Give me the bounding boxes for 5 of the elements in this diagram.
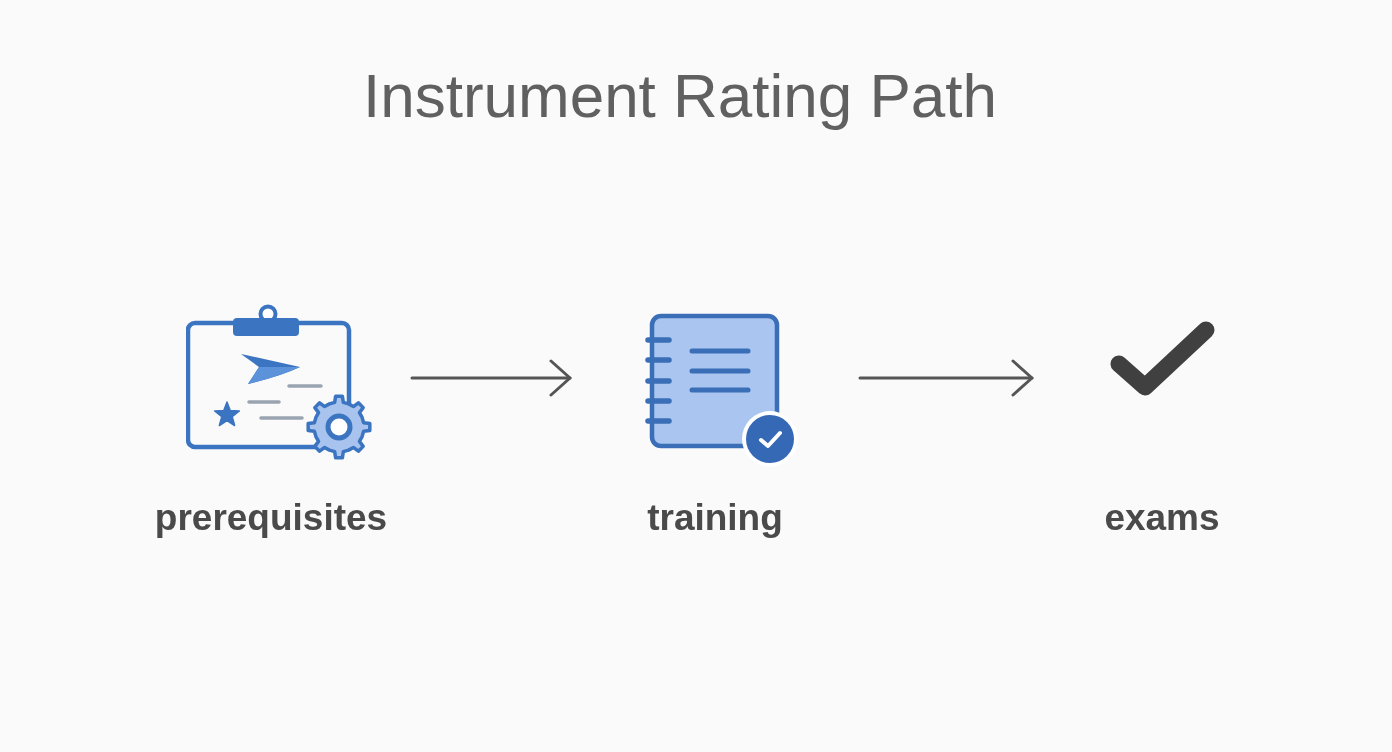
step-label: prerequisites xyxy=(154,499,388,536)
step-label: training xyxy=(647,499,783,536)
arrow xyxy=(410,359,572,397)
step-label: exams xyxy=(1104,499,1220,536)
arrow xyxy=(858,359,1034,397)
